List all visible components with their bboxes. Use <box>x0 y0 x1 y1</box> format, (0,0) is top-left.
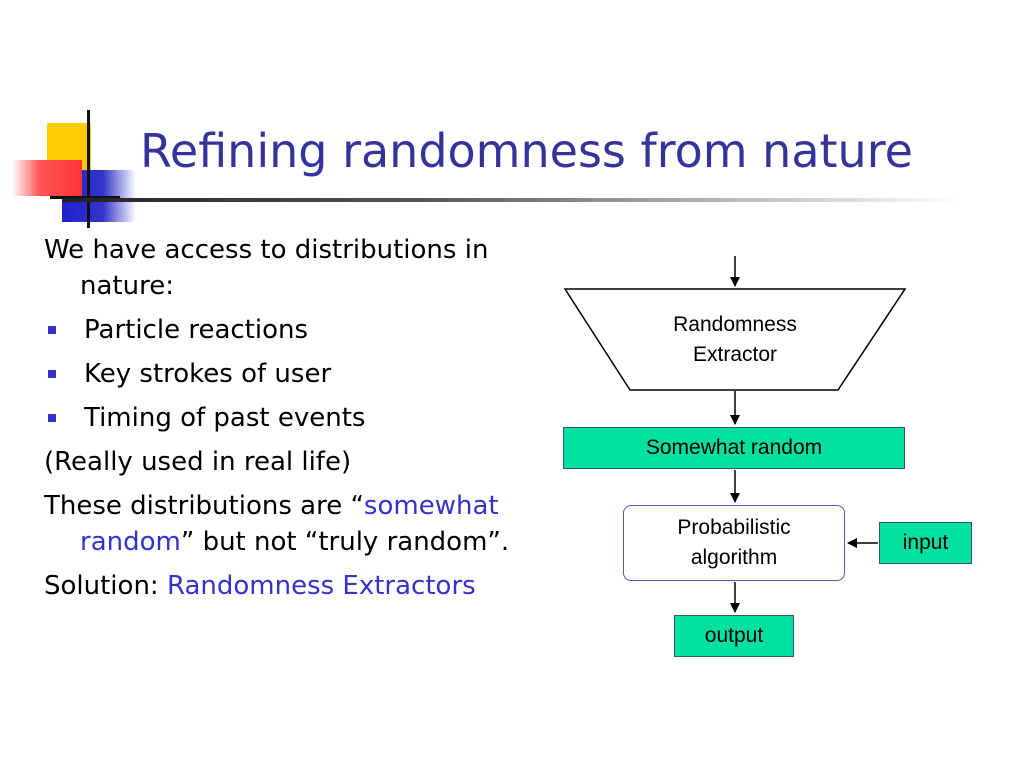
somewhat-random-highlight: somewhat random <box>80 491 499 557</box>
solution-paragraph: Solution: Randomness Extractors <box>44 568 554 604</box>
output-label: output <box>704 624 764 647</box>
deco-red-square <box>12 160 82 196</box>
output-box: output <box>674 615 794 657</box>
body-text: We have access to distributions in natur… <box>44 232 554 612</box>
title-underline <box>62 198 962 202</box>
extractor-trapezoid <box>563 288 907 391</box>
intro-paragraph: We have access to distributions in natur… <box>44 235 489 301</box>
algorithm-label-line2: algorithm <box>690 546 778 569</box>
slide-title: Refining randomness from nature <box>140 124 913 178</box>
extractor-label-line2: Extractor <box>692 343 778 366</box>
solution-label: Solution: <box>44 571 167 601</box>
input-label: input <box>902 531 949 554</box>
distributions-suffix: ” but not “truly random”. <box>180 527 510 557</box>
algorithm-label-line1: Probabilistic <box>677 516 791 539</box>
extractor-label-line1: Randomness <box>673 313 797 336</box>
note-paragraph: (Really used in real life) <box>44 447 352 477</box>
bullet-label: Timing of past events <box>84 403 366 433</box>
bullet-item: Timing of past events <box>44 400 554 436</box>
bullet-square-icon <box>48 414 56 422</box>
algorithm-box: Probabilistic algorithm <box>623 505 845 581</box>
bullet-item: Key strokes of user <box>44 356 554 392</box>
extractor-label: Randomness Extractor <box>620 310 850 370</box>
distributions-paragraph: These distributions are “somewhat random… <box>44 488 554 560</box>
bullet-square-icon <box>48 370 56 378</box>
bullet-label: Key strokes of user <box>84 359 332 389</box>
bullet-label: Particle reactions <box>84 315 309 345</box>
somewhat-random-box: Somewhat random <box>563 427 905 469</box>
bullet-item: Particle reactions <box>44 312 554 348</box>
distributions-prefix: These distributions are “ <box>44 491 364 521</box>
solution-value: Randomness Extractors <box>166 571 476 601</box>
somewhat-random-label: Somewhat random <box>645 436 823 459</box>
input-box: input <box>879 522 972 564</box>
deco-vertical-line <box>87 110 90 228</box>
bullet-square-icon <box>48 326 56 334</box>
deco-horizontal-line <box>50 196 120 199</box>
